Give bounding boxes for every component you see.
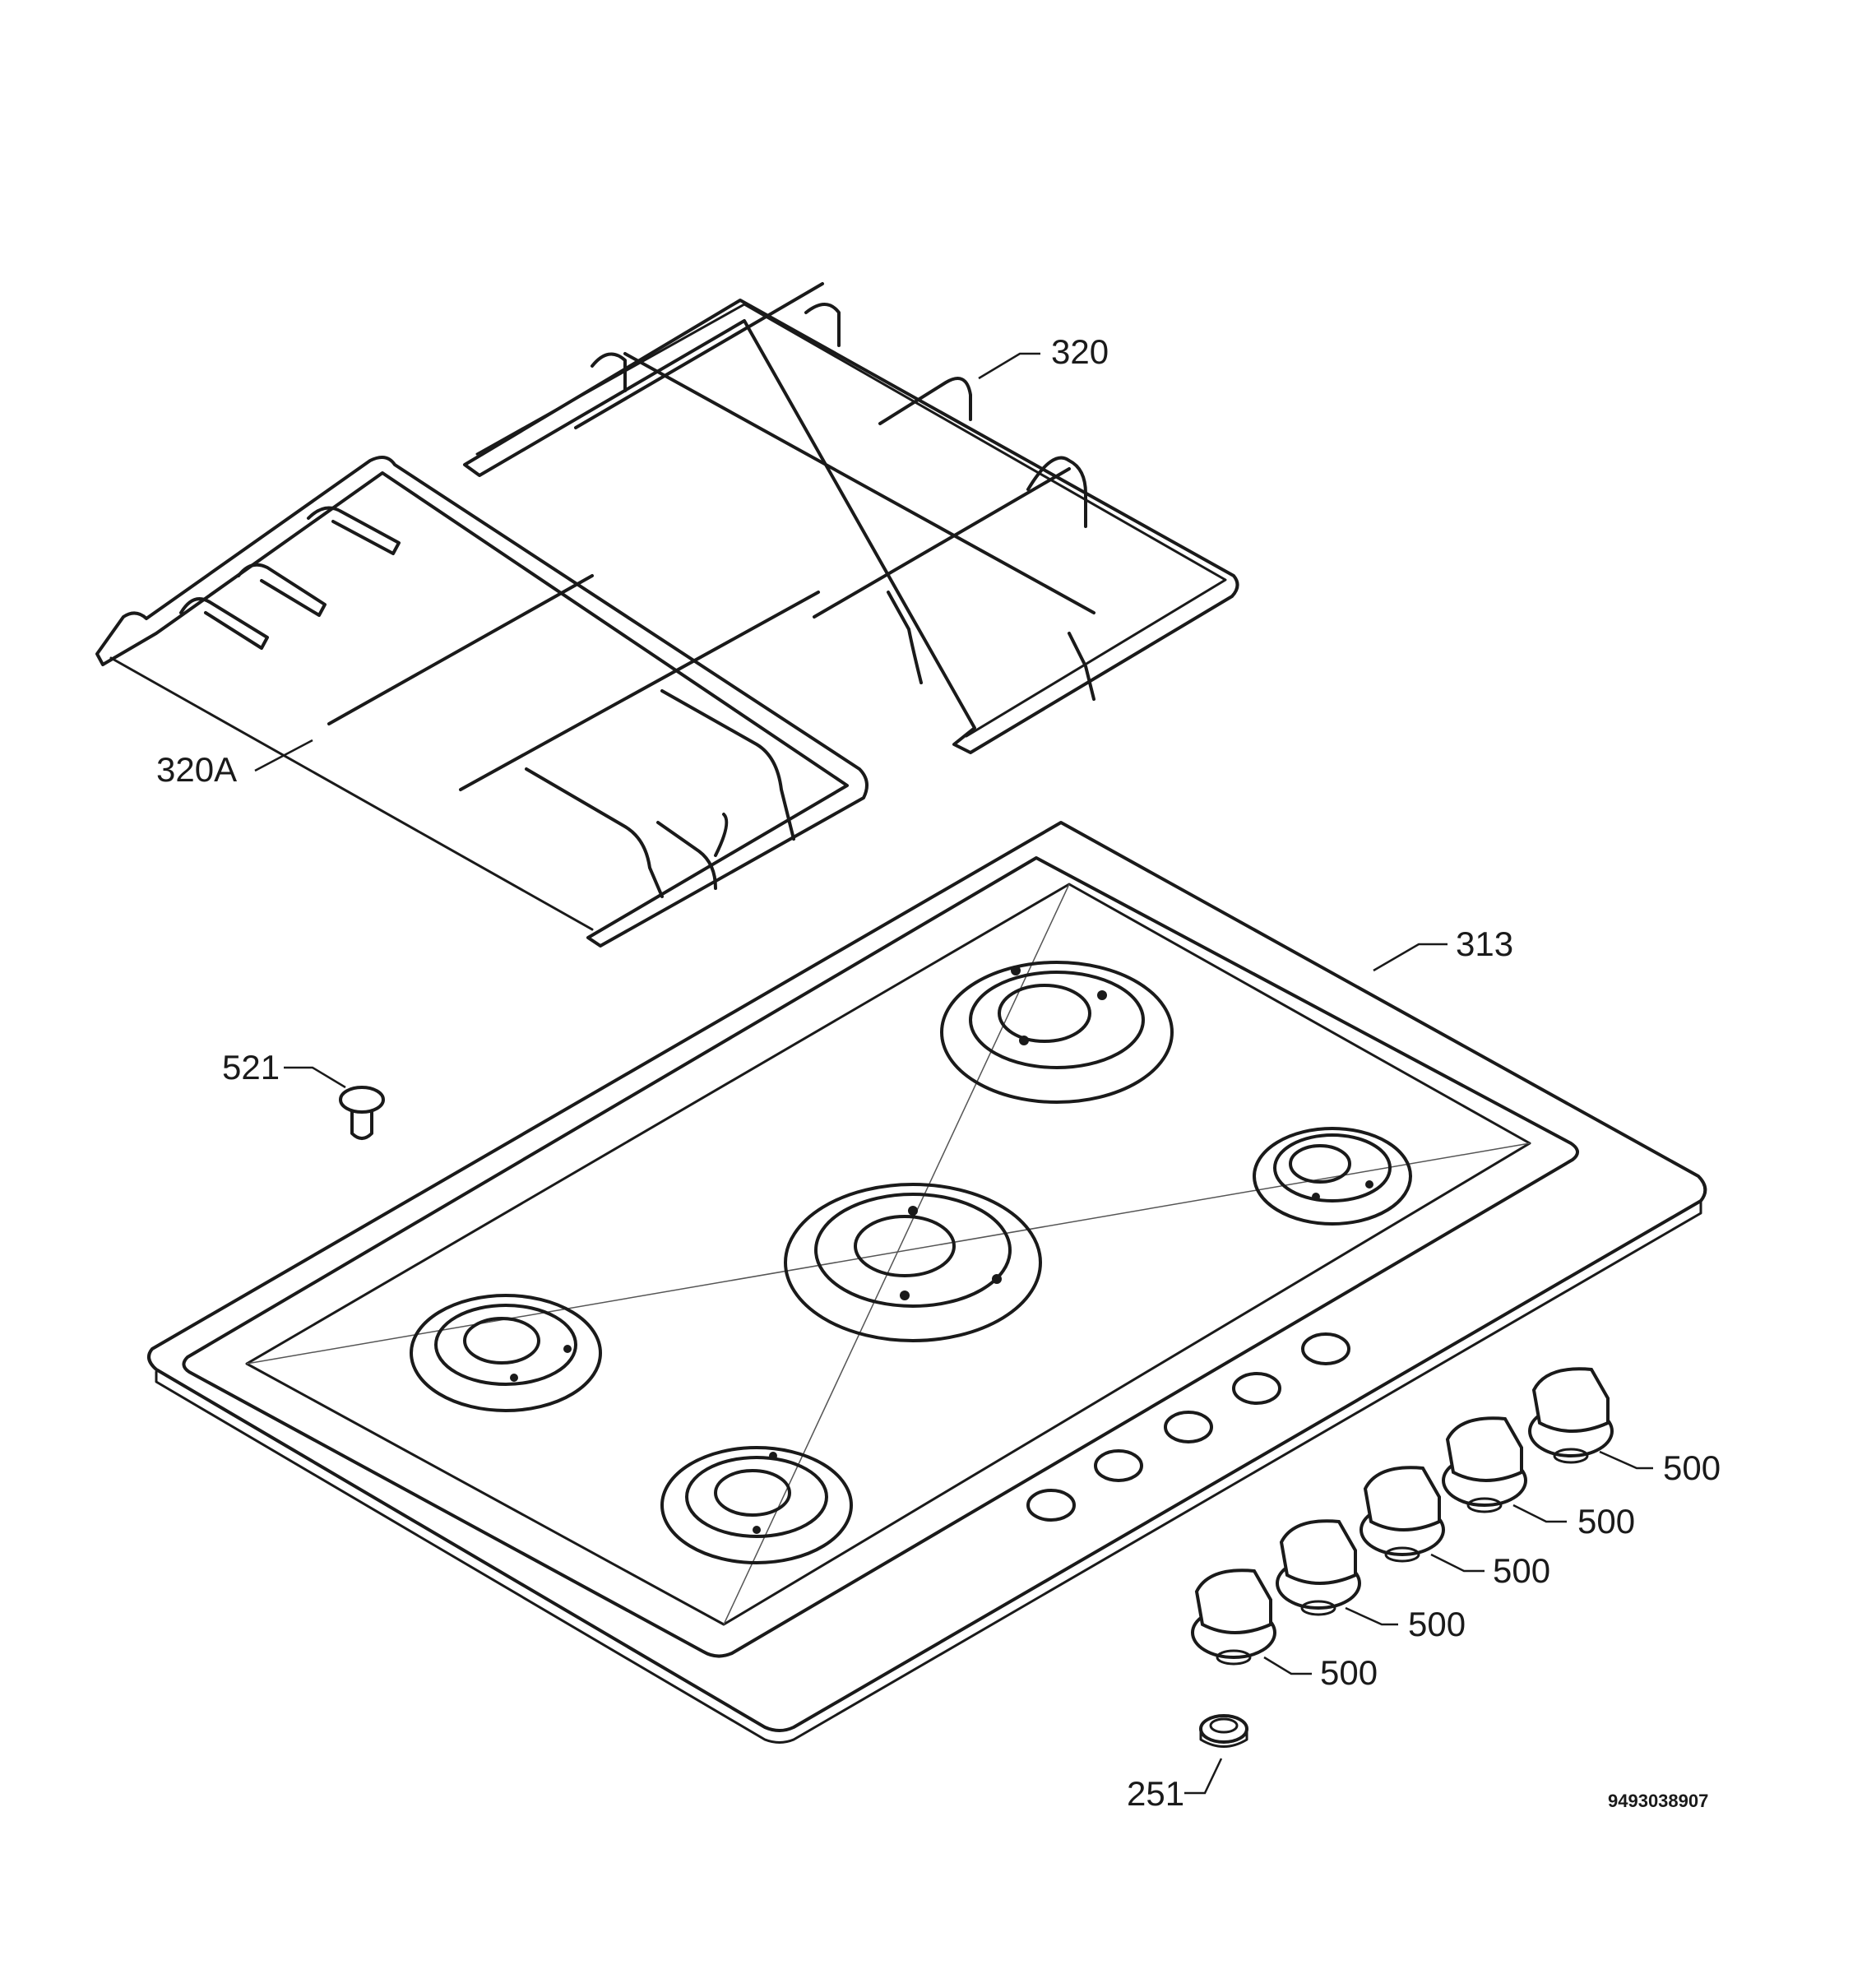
hob-top-plate [147,821,1707,1744]
label-hob-top: 313 [1456,924,1513,963]
control-knobs [1191,1367,1614,1666]
knob-1 [1191,1569,1276,1666]
label-knob-4: 500 [1577,1502,1635,1541]
knob-holes [1026,1332,1350,1522]
label-screw: 521 [222,1048,280,1087]
burner-left [410,1294,602,1412]
pan-support-grid-right [463,282,1239,754]
leader-lines [254,352,1653,1795]
label-pan-support-grid-left: 320A [156,750,237,789]
pan-support-grid-left [95,456,869,948]
knob-5 [1528,1367,1614,1464]
label-knob-3: 500 [1493,1551,1550,1590]
label-pan-support-grid-right: 320 [1051,332,1109,371]
label-seal: 251 [1127,1774,1184,1813]
knob-3 [1360,1466,1445,1563]
drawing-code: 9493038907 [1608,1791,1708,1811]
seal-ring [1199,1714,1248,1748]
screw-part [339,1086,385,1140]
label-knob-2: 500 [1408,1605,1466,1643]
label-knob-5: 500 [1663,1448,1721,1487]
part-labels: 320 320A 313 521 500 500 500 500 500 251… [156,332,1721,1813]
knob-4 [1442,1416,1527,1513]
burner-center [784,1183,1042,1342]
label-knob-1: 500 [1320,1653,1378,1692]
burner-front-left [660,1446,853,1564]
knob-2 [1276,1519,1361,1616]
burner-right [1253,1127,1412,1226]
burner-rear-right [940,961,1174,1104]
